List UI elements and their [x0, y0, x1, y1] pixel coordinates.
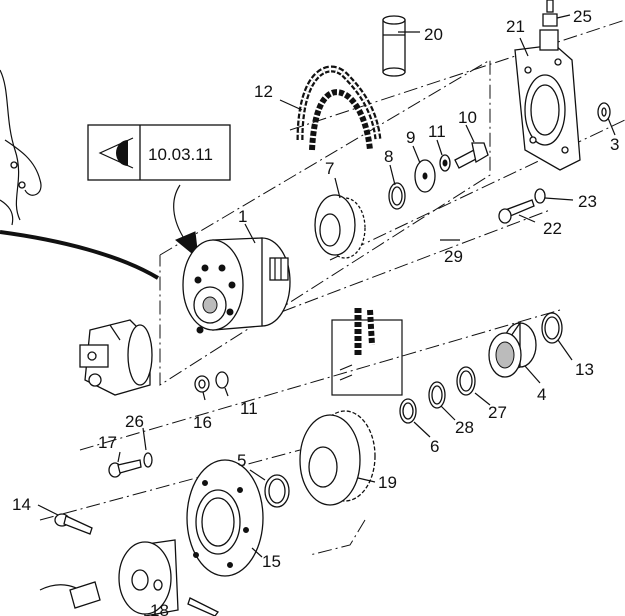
washer-11-lower: [215, 371, 229, 389]
eye-view-icon: [98, 137, 134, 169]
nut-16: [194, 375, 210, 393]
callout-1: 1: [238, 207, 247, 226]
roller-chain: [296, 65, 403, 396]
washer-23: [534, 188, 546, 204]
callout-19: 19: [378, 473, 397, 492]
sleeve-20: [382, 15, 406, 77]
callout-5: 5: [237, 451, 246, 470]
callout-9: 9: [406, 128, 415, 147]
washer-3: [597, 102, 611, 122]
callout-17: 17: [98, 433, 117, 452]
callout-25: 25: [573, 7, 592, 26]
callout-13: 13: [575, 360, 594, 379]
circlip-8: [388, 182, 406, 210]
callout-3: 3: [610, 135, 619, 154]
callout-10: 10: [458, 108, 477, 127]
callout-8: 8: [384, 147, 393, 166]
ring-28: [428, 381, 446, 409]
o-ring-5: [264, 474, 290, 508]
washer-26: [143, 452, 153, 468]
reference-code: 10.03.11: [148, 145, 213, 164]
callout-29: 29: [444, 247, 463, 266]
callout-11-top: 11: [428, 122, 446, 141]
callout-16: 16: [193, 413, 212, 432]
callout-20: 20: [424, 25, 443, 44]
callout-labels: 20 21 25 3 12 7 8 9 11 10 23 22 29 1 16 …: [12, 7, 619, 616]
callout-23: 23: [578, 192, 597, 211]
ring-6: [399, 398, 417, 424]
mounting-plate: [514, 29, 581, 171]
bolt-10: [454, 142, 489, 169]
bolt-17: [108, 459, 142, 478]
callout-14: 14: [12, 495, 31, 514]
bolt-25: [542, 0, 558, 27]
drive-sprocket: [314, 194, 366, 259]
wiring-harness: [0, 69, 160, 280]
reference-arrow: [173, 184, 199, 260]
callout-6: 6: [430, 437, 439, 456]
spur-gear-19: [299, 410, 376, 506]
bolt-lower-right: [187, 597, 219, 616]
circlip-13: [541, 312, 563, 344]
final-drive-hub: [182, 237, 291, 334]
lock-washer-11-top: [439, 154, 451, 172]
callout-21: 21: [506, 17, 525, 36]
hydraulic-motor: [79, 319, 153, 396]
callout-18: 18: [150, 601, 169, 616]
callout-27: 27: [488, 403, 507, 422]
bearing-4: [488, 320, 537, 378]
washer-9: [414, 159, 436, 193]
bolt-14: [54, 513, 93, 535]
callout-12: 12: [254, 82, 273, 101]
hub-18: [118, 539, 179, 616]
ring-27: [456, 366, 476, 396]
bolt-22: [498, 199, 535, 224]
axle-splined-lower-left: [39, 581, 101, 609]
callout-4: 4: [537, 385, 546, 404]
callout-22: 22: [543, 219, 562, 238]
callout-11-lower: 11: [240, 399, 258, 418]
callout-26: 26: [125, 412, 144, 431]
callout-28: 28: [455, 418, 474, 437]
bearing-flange-15: [186, 459, 264, 577]
callout-7: 7: [325, 159, 334, 178]
callout-15: 15: [262, 552, 281, 571]
reference-box[interactable]: 10.03.11: [87, 124, 231, 181]
leader-lines: [37, 14, 616, 558]
